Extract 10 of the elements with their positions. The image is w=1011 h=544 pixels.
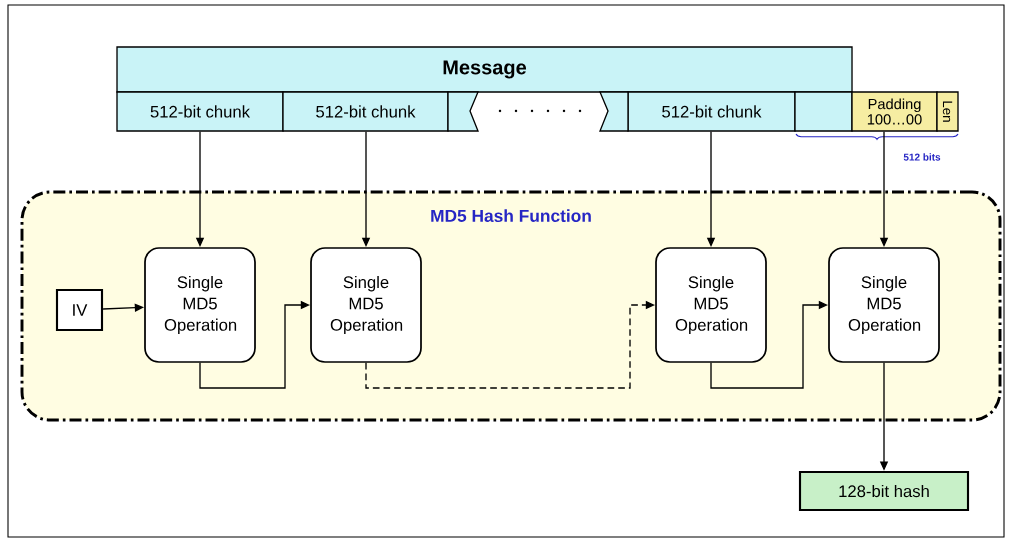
chunk-cell xyxy=(794,91,853,132)
operation-box: Single MD5 Operation xyxy=(655,247,767,363)
brace-label: 512 bits xyxy=(903,153,941,161)
chunk-cell: 512-bit chunk xyxy=(116,91,284,132)
operation-box: Single MD5 Operation xyxy=(144,247,256,363)
operation-box: Single MD5 Operation xyxy=(828,247,940,363)
operation-box: Single MD5 Operation xyxy=(310,247,422,363)
output-box: 128-bit hash xyxy=(798,470,970,512)
iv-box: IV xyxy=(55,288,104,332)
length-cell: Len xyxy=(936,91,959,132)
